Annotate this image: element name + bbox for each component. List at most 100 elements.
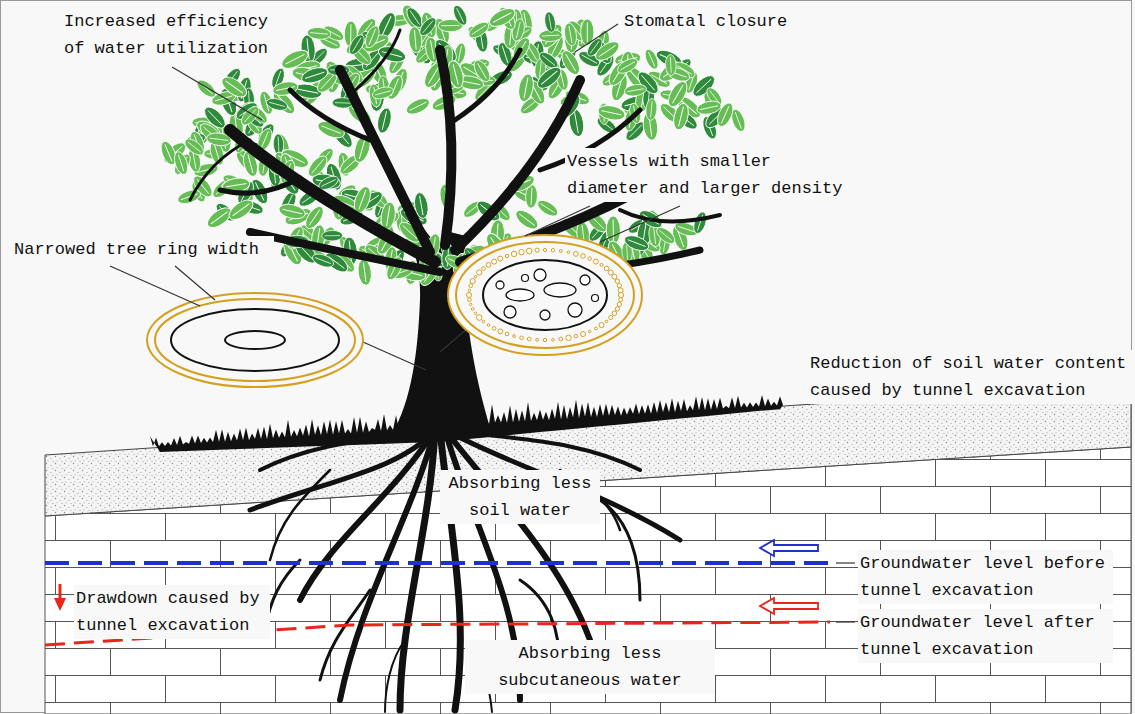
vessel-dot [609, 316, 613, 320]
callout-label: Stomatal closure [622, 8, 802, 35]
callout-label: Drawdown caused by tunnel excavation [74, 585, 270, 639]
flow-arrow [760, 598, 818, 614]
leaf [302, 203, 327, 231]
leaf [691, 210, 709, 235]
vessel-dot [604, 266, 609, 271]
ground-cover [150, 395, 783, 452]
callout-label: Vessels with smaller diameter and larger… [565, 148, 855, 202]
leaf [624, 83, 648, 98]
vessel-dot [477, 270, 482, 275]
vessel-dot [618, 288, 623, 293]
vessel-dot [492, 259, 497, 264]
leaf [534, 63, 565, 92]
vessel-dot [505, 332, 509, 336]
vessel-dot [551, 249, 554, 252]
vessel-dot [467, 293, 472, 298]
vessel-dot [617, 284, 621, 288]
leaf [558, 48, 583, 78]
vessel-dot [476, 315, 482, 321]
vessel-dot [474, 312, 477, 315]
vessel-dot [567, 251, 570, 254]
vessel-dot [474, 276, 476, 278]
leaf [597, 103, 627, 122]
vessel-dot [581, 254, 586, 259]
leaf [238, 103, 262, 128]
vessel-dot [605, 320, 608, 323]
vessel-dot [468, 289, 470, 291]
vessel-dot [469, 284, 473, 288]
leaf [466, 19, 491, 41]
vessel-dot [617, 302, 621, 306]
callout-label: Groundwater level before tunnel excavati… [858, 550, 1113, 604]
leader-line [836, 562, 855, 563]
leaf [300, 65, 330, 86]
vessel-dot [615, 307, 619, 311]
vessel-inset [440, 235, 642, 355]
vessel-dot [519, 250, 524, 255]
leaf [371, 85, 395, 101]
leaf [606, 216, 621, 245]
vessel-dot [552, 339, 555, 342]
leaf [471, 58, 493, 85]
vessel-dot [588, 330, 591, 333]
leaf [226, 196, 256, 223]
vessel-dot [595, 327, 598, 330]
leaf [363, 24, 382, 50]
vessel-dot [588, 257, 591, 260]
callout-label: Reduction of soil water content caused b… [808, 350, 1132, 404]
vessel-dot [505, 254, 508, 257]
leaf [182, 136, 206, 158]
callout-label: Narrowed tree ring width [12, 236, 274, 263]
vessel-dot [511, 251, 516, 256]
leaf [563, 22, 578, 47]
vessel-dot [492, 327, 496, 331]
leaf [615, 55, 640, 76]
leaf [654, 224, 678, 246]
flow-arrow [760, 540, 818, 556]
leaf [622, 233, 650, 254]
vessel-dot [526, 248, 532, 254]
leaf [671, 102, 691, 132]
vessel-dot [559, 337, 563, 341]
leaf [404, 95, 432, 117]
leaf [543, 11, 557, 33]
leaf [307, 27, 331, 41]
vessel-dot [574, 252, 579, 257]
leaf [172, 150, 190, 176]
leaf [279, 46, 311, 72]
vessel-dot [471, 308, 474, 311]
vessel-dot [574, 334, 577, 337]
vessel-dot [543, 248, 546, 251]
vessel-dot [608, 270, 613, 275]
vessel-dot [599, 323, 604, 328]
leaf [265, 96, 289, 112]
leaf [311, 251, 336, 269]
vessel-dot [535, 248, 539, 252]
leaf [322, 230, 343, 241]
leaf [516, 73, 535, 103]
vessel-dot [593, 259, 598, 264]
vessel-dot [566, 335, 571, 340]
vessel-dot [470, 279, 475, 284]
vessel-dot [612, 274, 617, 279]
vessel-dot [513, 335, 516, 338]
leaf [305, 153, 330, 180]
callout-label: Absorbing less subcutaneous water [465, 640, 715, 694]
leaf [451, 3, 470, 27]
leaf [487, 5, 518, 30]
vessel-dot [612, 311, 617, 316]
leaf [714, 101, 736, 129]
leaf [513, 207, 542, 233]
vessel-dot [559, 250, 562, 253]
callout-label: Absorbing less soil water [440, 470, 600, 524]
vessel-dot [470, 303, 472, 305]
leaf [277, 202, 306, 221]
vessel-dot [487, 324, 490, 327]
vessel-dot [486, 263, 491, 268]
callout-label: Increased efficiency of water utilizatio… [62, 8, 277, 62]
leaf [535, 197, 560, 219]
leaf [645, 98, 658, 121]
drawdown-arrow [54, 584, 66, 611]
